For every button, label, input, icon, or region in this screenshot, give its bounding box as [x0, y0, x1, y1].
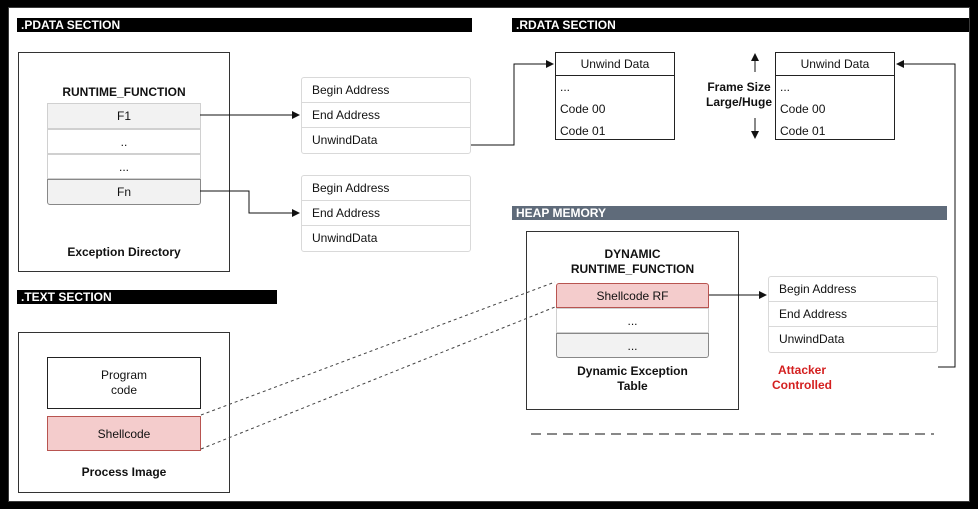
program-code-line2: code — [110, 383, 138, 397]
unwind-data-title: Unwind Data — [556, 53, 674, 76]
attacker-line2: Controlled — [772, 378, 832, 392]
program-code-box: Program code — [47, 357, 201, 409]
dynamic-row-dots2: ... — [556, 333, 709, 358]
begin-address-field: Begin Address — [302, 176, 470, 201]
dynamic-exception-table-caption: Dynamic Exception Table — [527, 364, 738, 394]
rdata-section-header: .RDATA SECTION — [512, 18, 969, 32]
shellcode-box: Shellcode — [47, 416, 201, 451]
runtime-entry-table-1: Begin Address End Address UnwindData — [301, 77, 471, 154]
heap-memory-header: HEAP MEMORY — [512, 206, 947, 220]
end-address-field: End Address — [769, 302, 937, 327]
runtime-function-row-dots2: .. — [47, 129, 201, 154]
begin-address-field: Begin Address — [302, 78, 470, 103]
dynamic-exception-table-panel: DYNAMIC RUNTIME_FUNCTION Shellcode RF ..… — [526, 231, 739, 410]
dynamic-caption-line1: Dynamic Exception — [577, 364, 688, 378]
frame-size-line2: Large/Huge — [705, 95, 772, 109]
exception-directory-caption: Exception Directory — [67, 245, 181, 259]
dynamic-title-line1: DYNAMIC — [604, 247, 661, 261]
unwinddata-field: UnwindData — [779, 332, 845, 346]
pdata-section-header: .PDATA SECTION — [17, 18, 472, 32]
begin-address-field: Begin Address — [769, 277, 937, 302]
attacker-controlled-label: Attacker Controlled — [757, 363, 847, 393]
unwinddata-to-unwind-arrow — [471, 60, 554, 146]
dynamic-row-dots1: ... — [556, 308, 709, 333]
exception-directory-panel: RUNTIME_FUNCTION F1 .. ... Fn Exception … — [18, 52, 230, 272]
runtime-function-row-f1: F1 — [47, 103, 201, 129]
frame-size-line1: Frame Size — [707, 80, 771, 94]
unwind-code-00: Code 00 — [780, 102, 826, 116]
runtime-function-row-dots3: ... — [47, 154, 201, 179]
shellcode-rf-row: Shellcode RF — [556, 283, 709, 308]
program-code-line1: Program — [100, 368, 147, 382]
unwinddata-field: UnwindData — [312, 231, 378, 245]
process-image-caption: Process Image — [81, 465, 167, 479]
dotted-link-bottom — [200, 306, 556, 450]
unwind-data-title: Unwind Data — [776, 53, 894, 76]
runtime-entry-table-2: Begin Address End Address UnwindData — [301, 175, 471, 252]
attacker-line1: Attacker — [777, 363, 827, 377]
runtime-function-title: RUNTIME_FUNCTION — [62, 85, 186, 99]
unwind-code-00: Code 00 — [560, 102, 606, 116]
unwind-data-line: ... — [780, 80, 791, 94]
text-section-header: .TEXT SECTION — [17, 290, 277, 304]
diagram-canvas: .PDATA SECTION .RDATA SECTION .TEXT SECT… — [8, 7, 970, 502]
dynamic-title-line2: RUNTIME_FUNCTION — [570, 262, 695, 276]
unwind-data-box-left: Unwind Data ... Code 00 Code 01 — [555, 52, 675, 140]
runtime-function-row-fn: Fn — [47, 179, 201, 205]
attacker-unwind-arrow — [896, 60, 956, 368]
attacker-entry-table: Begin Address End Address UnwindData — [768, 276, 938, 353]
dotted-link-top — [200, 281, 556, 416]
frame-size-label: Frame Size Large/Huge — [699, 80, 779, 110]
unwind-code-01: Code 01 — [780, 124, 826, 138]
unwind-data-box-right: Unwind Data ... Code 00 Code 01 — [775, 52, 895, 140]
dynamic-caption-line2: Table — [617, 379, 648, 393]
unwind-data-line: ... — [560, 80, 571, 94]
dynamic-runtime-function-title: DYNAMIC RUNTIME_FUNCTION — [527, 247, 738, 277]
connector-arrows — [200, 53, 956, 450]
unwind-code-01: Code 01 — [560, 124, 606, 138]
end-address-field: End Address — [302, 103, 470, 128]
fn-to-entry-arrow — [200, 190, 300, 217]
unwinddata-field: UnwindData — [312, 133, 378, 147]
process-image-panel: Program code Shellcode Process Image — [18, 332, 230, 493]
end-address-field: End Address — [302, 201, 470, 226]
